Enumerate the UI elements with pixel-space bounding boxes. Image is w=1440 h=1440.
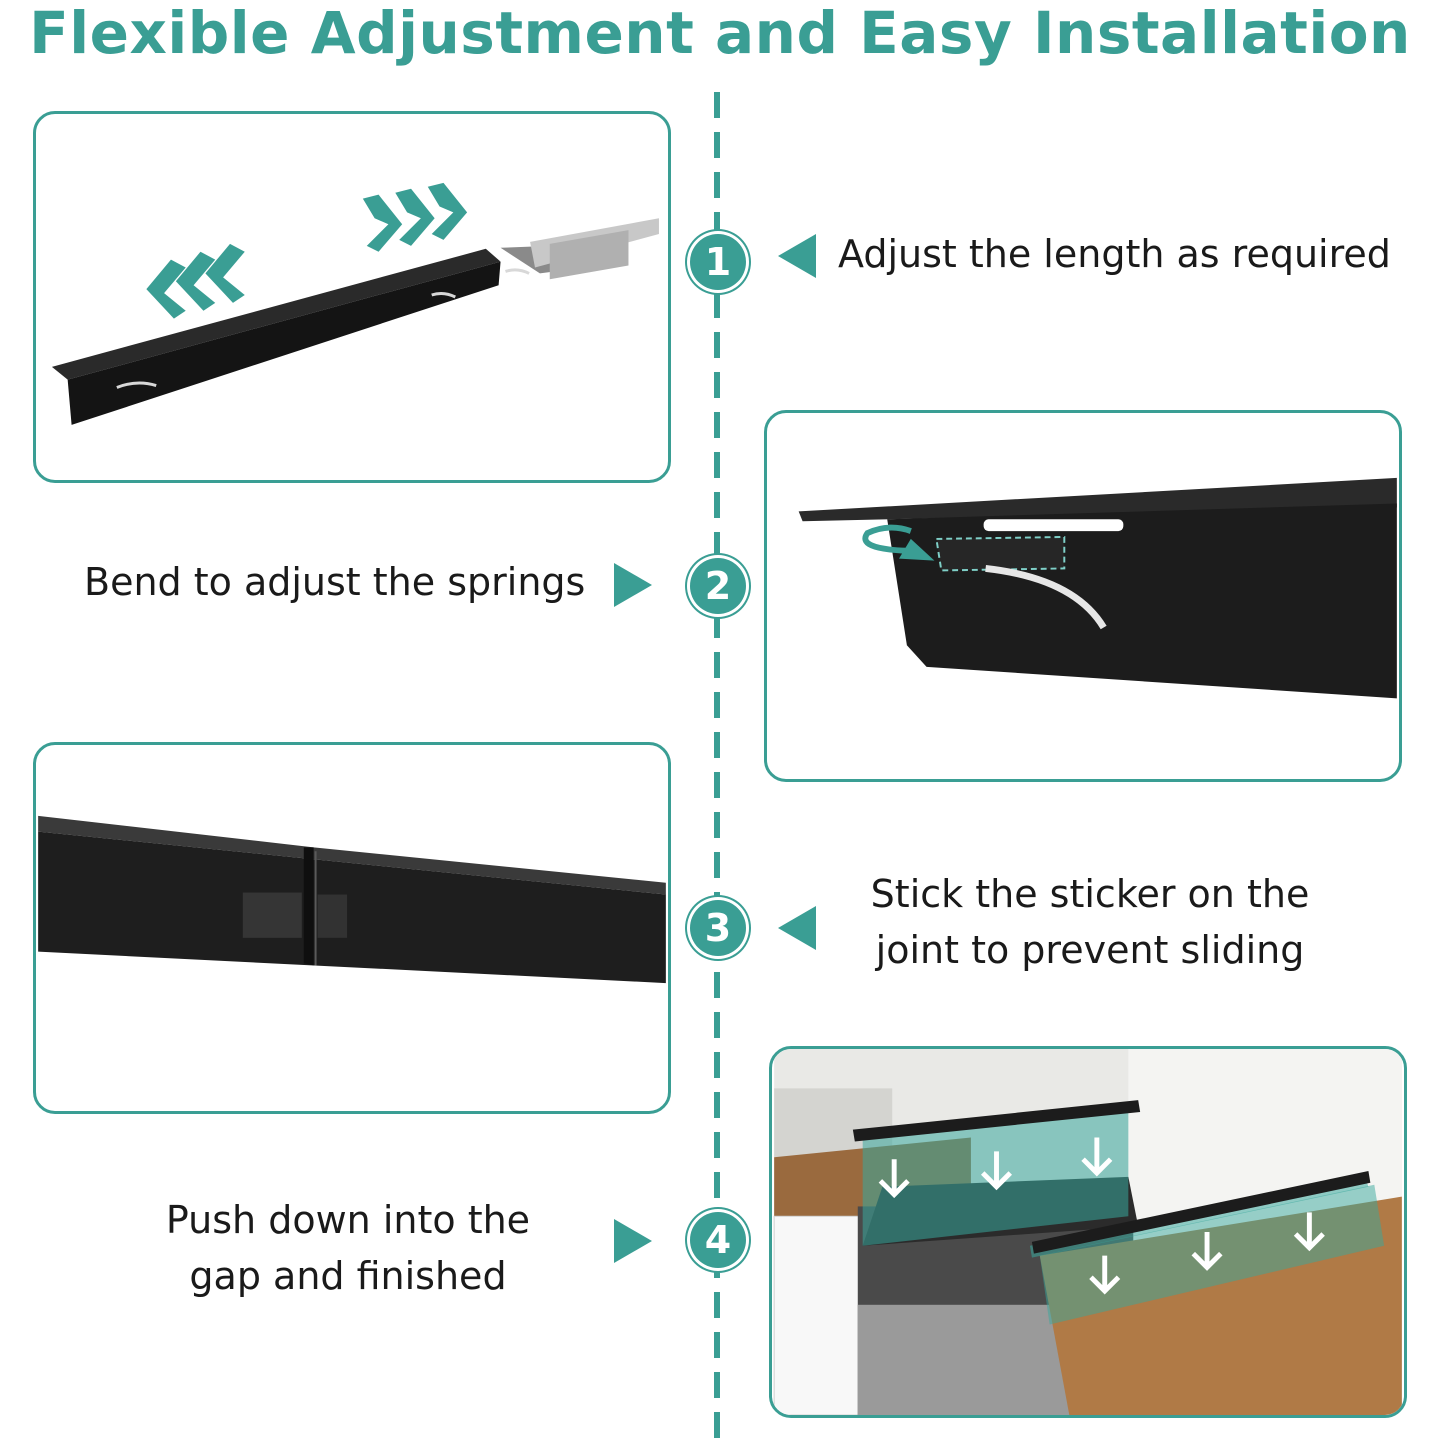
- triangle-pointer-icon: [614, 1219, 652, 1263]
- panel-adjust-length: [33, 111, 671, 483]
- triangle-pointer-icon: [614, 563, 652, 607]
- page-title: Flexible Adjustment and Easy Installatio…: [29, 0, 1411, 67]
- step-caption-4: Push down into the gap and finished: [98, 1192, 598, 1304]
- caption-line: gap and finished: [189, 1254, 507, 1298]
- caption-line: Stick the sticker on the: [870, 872, 1310, 916]
- kitchen-install-photo: [773, 1049, 1402, 1415]
- down-arrow-icon: [878, 1137, 1325, 1295]
- step-badge-4: 4: [690, 1212, 746, 1268]
- step-caption-1: Adjust the length as required: [838, 226, 1391, 282]
- step-badge-1: 1: [690, 234, 746, 290]
- adjustable-bar-illustration: [51, 182, 659, 425]
- step-caption-3: Stick the sticker on the joint to preven…: [840, 866, 1340, 978]
- step-badge-3: 3: [690, 900, 746, 956]
- step-caption-2: Bend to adjust the springs: [84, 554, 585, 610]
- panel-bend-springs: [764, 410, 1402, 782]
- caption-line: Bend to adjust the springs: [84, 560, 586, 604]
- caption-line: joint to prevent sliding: [875, 928, 1305, 972]
- joint-sticker-illustration: [38, 815, 666, 984]
- dashed-divider: [714, 92, 720, 1440]
- spring-bend-illustration: [798, 477, 1397, 699]
- triangle-pointer-icon: [778, 234, 816, 278]
- panel-push-down: [769, 1046, 1407, 1418]
- chevron-arrows-icon: [146, 182, 468, 319]
- step-badge-2: 2: [690, 558, 746, 614]
- curved-arrow-icon: [862, 524, 935, 561]
- caption-line: Push down into the: [165, 1198, 531, 1242]
- panel-joint-sticker: [33, 742, 671, 1114]
- caption-line: Adjust the length as required: [838, 232, 1391, 276]
- triangle-pointer-icon: [778, 906, 816, 950]
